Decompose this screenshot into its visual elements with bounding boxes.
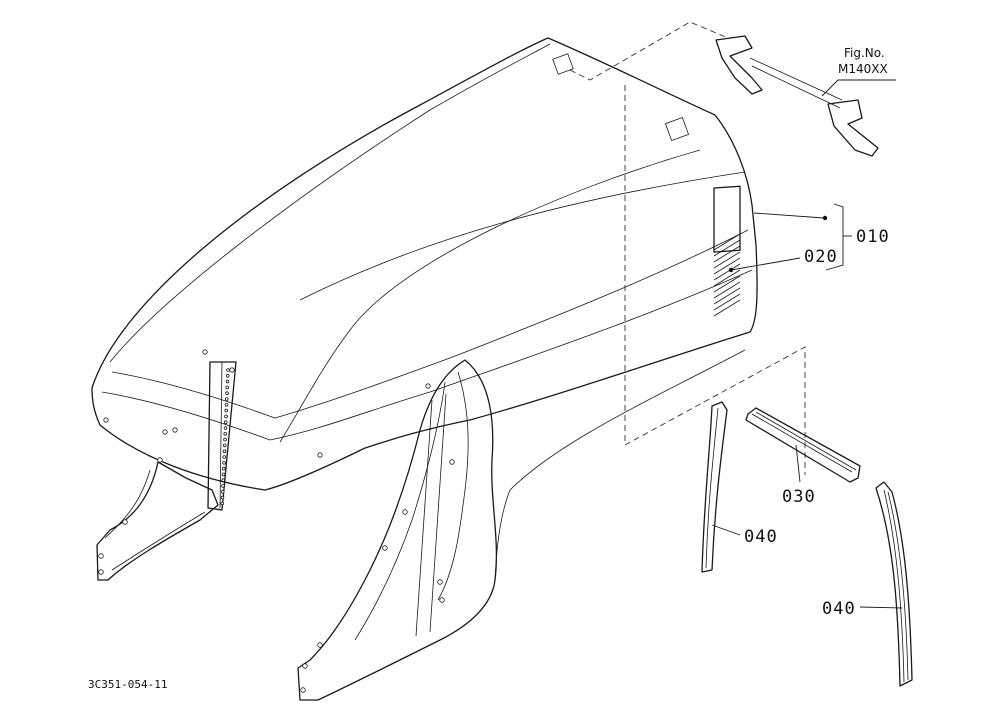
pillar-perforation	[225, 391, 229, 396]
pillar-perforation	[221, 472, 226, 477]
pillar-perforation	[223, 437, 227, 442]
pillar-perforation	[224, 408, 229, 413]
decal-hatch-line	[713, 245, 741, 263]
pillar-perforation	[225, 385, 230, 390]
weather-strip-040-left	[701, 401, 728, 573]
decal-hatch-line	[713, 293, 741, 311]
pillar-perforation	[224, 402, 229, 407]
center-pillar	[207, 361, 237, 511]
pillar-perforation	[223, 420, 228, 425]
pillar-perforation	[222, 443, 227, 448]
decal-hatch-line	[713, 269, 741, 287]
pillar-perforation	[222, 449, 227, 454]
pillar-perforation	[221, 466, 226, 471]
decal-hatch-line	[713, 275, 741, 293]
pillar-perforation	[222, 455, 227, 459]
decal-020	[713, 185, 741, 317]
pillar-perforation	[224, 397, 229, 401]
weather-strip-040-right	[875, 481, 913, 687]
pillar-perforation	[225, 373, 230, 378]
canopy-roof-panel	[91, 37, 758, 491]
decal-hatch-line	[713, 299, 741, 317]
callout-leaders	[711, 203, 903, 609]
assembly-guide-lines	[569, 21, 806, 475]
pillar-perforation	[221, 484, 225, 488]
decal-hatch-line	[713, 281, 741, 299]
left-front-bracket	[96, 457, 219, 581]
callout-040-left: 040	[744, 527, 778, 547]
pillar-perforation	[223, 431, 228, 436]
fig-ref-line1: Fig.No.	[844, 46, 885, 60]
pillar-perforation	[225, 379, 230, 384]
decal-hatch-line	[713, 251, 741, 269]
pillar-perforation	[223, 426, 228, 430]
decal-hatch-line	[713, 287, 741, 305]
pillar-perforation	[220, 495, 225, 500]
fig-ref-line2: M140XX	[838, 62, 888, 76]
pillar-perforation	[226, 368, 230, 372]
diagram-code: 3C351-054-11	[88, 678, 167, 691]
decal-hatch-line	[713, 233, 741, 251]
pillar-perforation	[220, 501, 225, 506]
decal-hatch-line	[713, 239, 741, 257]
callout-030: 030	[782, 487, 816, 507]
callout-040-right: 040	[822, 599, 856, 619]
hinge-assembly	[715, 35, 896, 157]
pillar-perforation	[224, 414, 228, 419]
side-fender-panel	[297, 349, 746, 701]
decal-hatch-line	[713, 263, 741, 281]
pillar-perforation	[221, 478, 226, 483]
pillar-perforation	[220, 489, 225, 494]
callout-020: 020	[804, 247, 838, 267]
pillar-perforation	[222, 460, 226, 465]
callout-010: 010	[856, 227, 890, 247]
seal-strip-030	[745, 407, 861, 483]
decal-hatch-line	[713, 257, 741, 275]
